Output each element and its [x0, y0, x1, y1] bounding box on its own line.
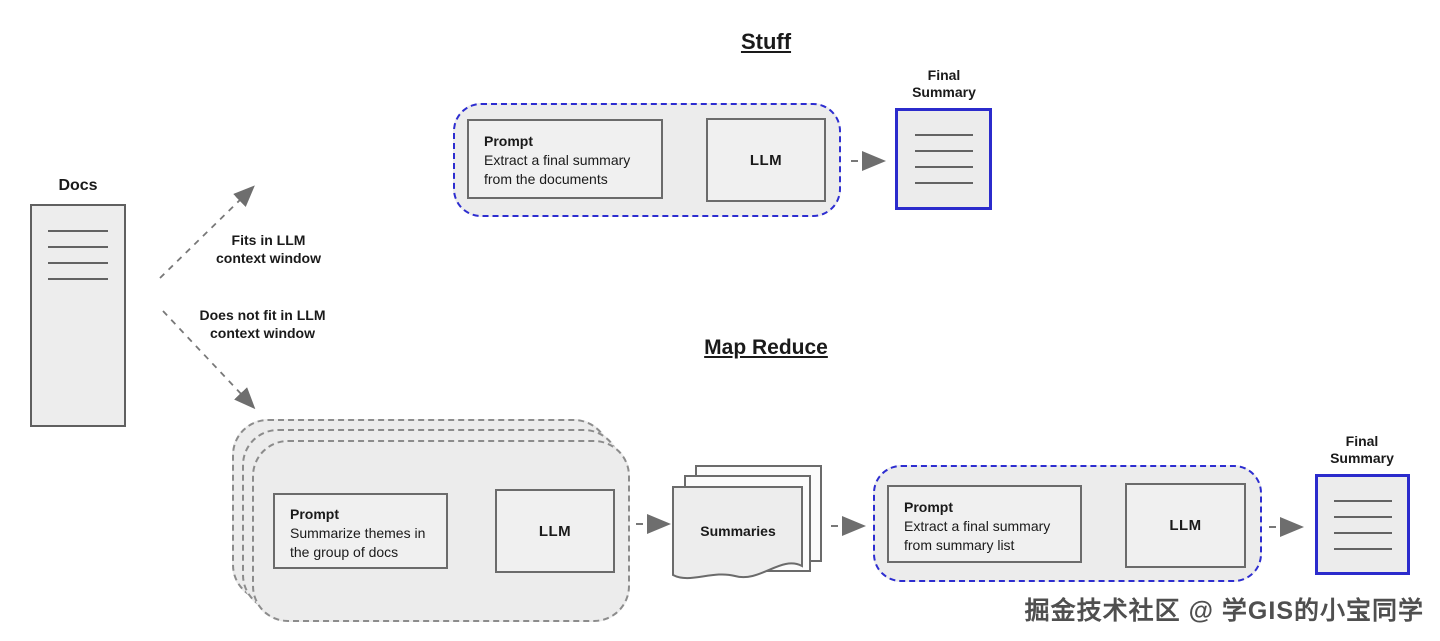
reduce-prompt-box: Prompt Extract a final summary from summ… [887, 485, 1082, 563]
stuff-title: Stuff [740, 29, 792, 54]
doc-text-line [48, 262, 108, 264]
docs-document-icon [30, 204, 126, 427]
doc-text-line [914, 150, 973, 152]
summaries-label: Summaries [700, 523, 776, 539]
map-llm-box: LLM [495, 489, 615, 573]
reduce-final-label-line1: Final [1345, 433, 1379, 449]
reduce-prompt-line2: from summary list [904, 537, 1015, 553]
watermark-text: 掘金技术社区 @ 学GIS的小宝同学 [1024, 597, 1424, 625]
reduce-final-summary-doc-icon [1315, 474, 1410, 575]
map-prompt-box: Prompt Summarize themes in the group of … [273, 493, 448, 569]
stuff-prompt-line1: Extract a final summary [484, 152, 631, 168]
stuff-prompt-line2: from the documents [484, 171, 608, 187]
stuff-final-label-line1: Final [927, 67, 961, 83]
branch-label-fits: Fits in LLM context window [196, 231, 341, 267]
doc-text-line [48, 246, 108, 248]
stuff-prompt-box: Prompt Extract a final summary from the … [467, 119, 663, 199]
branch-fits-line2: context window [216, 250, 321, 266]
doc-text-line [1333, 532, 1392, 534]
stuff-prompt-heading: Prompt [484, 133, 533, 149]
stuff-final-summary-label: Final Summary [894, 67, 994, 101]
doc-text-line [1333, 516, 1392, 518]
reduce-final-label-line2: Summary [1330, 450, 1394, 466]
reduce-prompt-line1: Extract a final summary [904, 518, 1051, 534]
doc-text-line [914, 182, 973, 184]
branch-label-does-not-fit: Does not fit in LLM context window [180, 306, 345, 342]
arrow-does-not-fit [162, 310, 256, 410]
stuff-final-summary-doc-icon [895, 108, 992, 210]
stuff-llm-box: LLM [706, 118, 826, 202]
doc-text-line [1333, 500, 1392, 502]
map-prompt-heading: Prompt [290, 506, 339, 522]
stuff-final-label-line2: Summary [912, 84, 976, 100]
branch-no-fit-line1: Does not fit in LLM [199, 307, 326, 323]
map-reduce-title: Map Reduce [704, 336, 828, 359]
reduce-llm-box: LLM [1125, 483, 1246, 568]
reduce-final-summary-label: Final Summary [1312, 433, 1412, 467]
branch-no-fit-line2: context window [210, 325, 315, 341]
branch-fits-line1: Fits in LLM [231, 232, 306, 248]
map-prompt-line1: Summarize themes in [290, 525, 426, 541]
reduce-prompt-heading: Prompt [904, 499, 953, 515]
docs-label: Docs [58, 177, 98, 194]
map-prompt-line2: the group of docs [290, 544, 399, 560]
doc-text-line [48, 278, 108, 280]
doc-text-line [914, 134, 973, 136]
doc-text-line [914, 166, 973, 168]
doc-text-line [48, 230, 108, 232]
doc-text-line [1333, 548, 1392, 550]
summaries-doc-front-icon [672, 486, 803, 580]
